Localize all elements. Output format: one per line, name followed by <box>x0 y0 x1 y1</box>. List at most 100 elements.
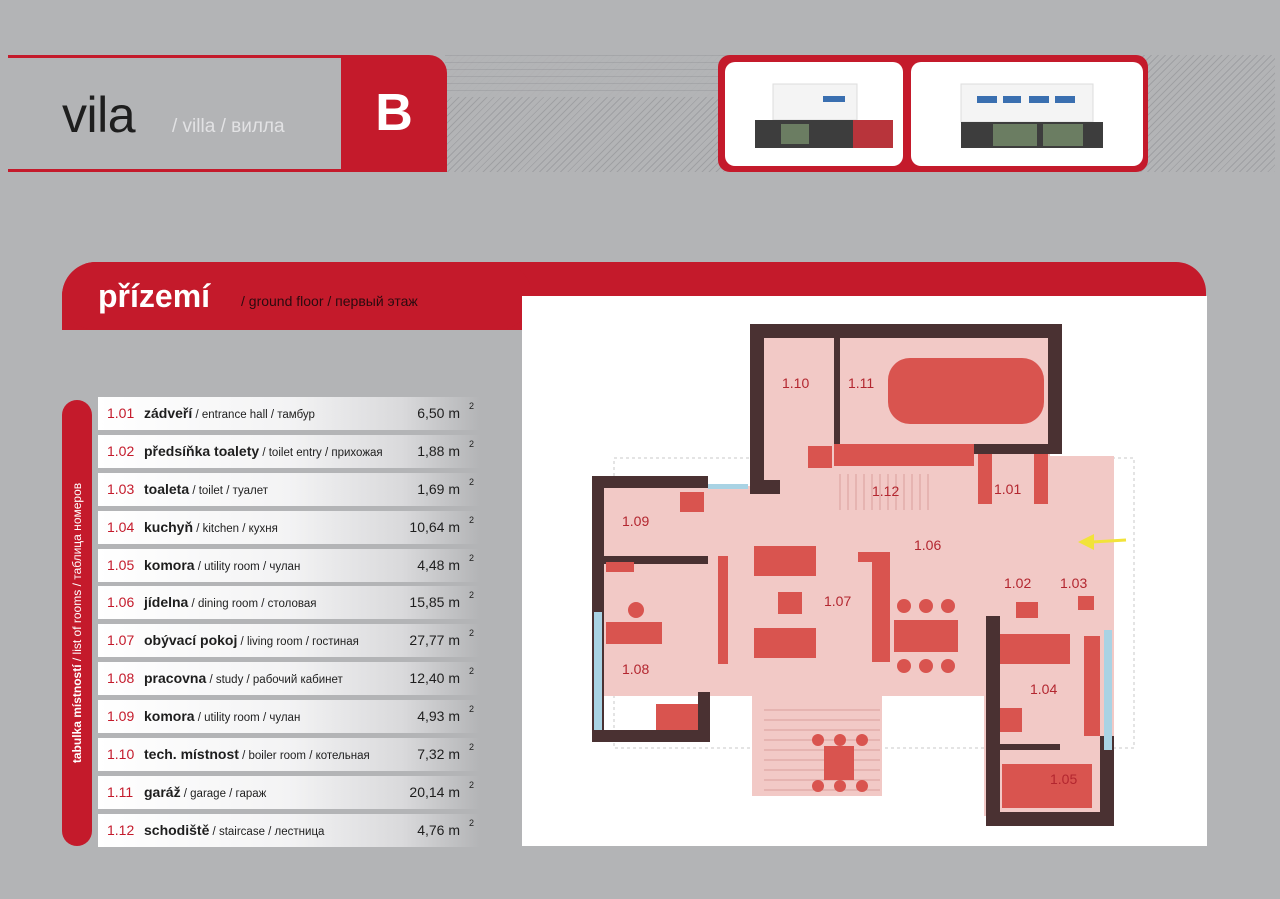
room-translation: / kitchen / кухня <box>193 522 278 535</box>
room-area-unit: 2 <box>469 666 474 683</box>
room-area-exponent: 2 <box>468 401 474 411</box>
room-name-cz: komora <box>144 708 195 725</box>
entrance-arrow-icon <box>1078 534 1127 550</box>
room-translation: / study / рабочий кабинет <box>206 674 343 687</box>
room-area-exponent: 2 <box>468 742 474 753</box>
room-number: 1.07 <box>107 632 135 649</box>
plan-label-1-06: 1.06 <box>914 537 941 553</box>
room-number: 1.05 <box>107 556 135 573</box>
room-area: 1,69 m <box>417 480 460 497</box>
elevation-drawing-2 <box>960 83 1103 148</box>
room-area-exponent: 2 <box>468 666 474 677</box>
room-name: předsíňka toalety / toilet entry / прихо… <box>144 443 383 459</box>
room-area-exponent: 2 <box>468 476 474 487</box>
room-translation: / toilet / туалет <box>189 484 268 497</box>
room-area: 4,93 m <box>417 708 460 725</box>
room-translation: / staircase / лестница <box>209 825 325 838</box>
room-name-cz: předsíňka toalety <box>144 442 260 459</box>
plan-label-1-05: 1.05 <box>1050 771 1077 787</box>
room-area-exponent: 2 <box>468 628 474 639</box>
plan-label-1-10: 1.10 <box>782 375 809 391</box>
room-row: 1.03 toaleta / toilet / туалет 1,69 m 2 <box>98 472 480 506</box>
room-row: 1.10 tech. místnost / boiler room / котел… <box>98 738 480 772</box>
section-banner-cap <box>62 262 532 330</box>
room-translation: / dining room / столовая <box>188 598 317 611</box>
room-name-cz: schodiště <box>144 821 210 838</box>
room-name: zádveří / entrance hall / тамбур <box>144 405 315 421</box>
floor-plan: 1.10 1.11 1.12 1.01 1.09 1.06 1.02 1.03 … <box>522 296 1207 846</box>
room-list: 1.01 zádveří / entrance hall / тамбур 6,50… <box>98 397 480 852</box>
header-brick-pattern <box>445 55 735 97</box>
room-translation: / utility room / чулан <box>194 712 301 725</box>
header-rule-bottom <box>8 169 348 172</box>
room-name-cz: kuchyň <box>144 518 194 535</box>
plan-label-1-09: 1.09 <box>622 513 649 529</box>
room-area: 15,85 m <box>409 594 460 611</box>
room-row: 1.09 komora / utility room / чулан 4,93 m 2 <box>98 700 480 734</box>
room-name-cz: toaleta <box>144 480 190 497</box>
elevation-thumbnail-1[interactable] <box>725 62 903 166</box>
rooms-vertical-tab <box>62 400 92 846</box>
plan-label-1-03: 1.03 <box>1060 575 1087 591</box>
section-title: přízemí <box>98 278 211 314</box>
room-name: schodiště / staircase / лестница <box>144 822 324 838</box>
room-area: 6,50 m <box>417 405 460 421</box>
room-row: 1.02 předsíňka toalety / toilet entry / п… <box>98 434 480 468</box>
room-number: 1.10 <box>107 746 135 763</box>
room-area-unit: 2 <box>469 515 474 532</box>
room-name-cz: tech. místnost <box>144 746 239 763</box>
room-name-cz: jídelna <box>144 594 189 611</box>
room-row: 1.06 jídelna / dining room / столовая 15,8… <box>98 586 480 620</box>
rooms-tab-label-bold: tabulka místností <box>70 664 84 764</box>
room-number: 1.08 <box>107 670 135 687</box>
elevation-drawing-1 <box>755 83 893 148</box>
room-number: 1.11 <box>107 783 134 800</box>
header-rule-top <box>8 55 348 58</box>
elevation-thumbnail-2[interactable] <box>911 62 1143 166</box>
room-row: 1.08 pracovna / study / рабочий кабинет 12… <box>98 662 480 696</box>
room-name: komora / utility room / чулан <box>144 557 300 573</box>
room-name-cz: garáž <box>144 783 181 800</box>
plan-label-1-02: 1.02 <box>1004 575 1031 591</box>
room-area: 7,32 m <box>417 746 460 763</box>
room-translation: / garage / гараж <box>180 787 267 800</box>
plan-label-1-07: 1.07 <box>824 593 851 609</box>
room-number: 1.01 <box>107 405 135 421</box>
plan-label-1-11: 1.11 <box>848 375 874 391</box>
room-area-unit: 2 <box>469 704 474 721</box>
room-name: obývací pokoj / living room / гостиная <box>144 632 359 648</box>
room-translation: / entrance hall / тамбур <box>192 409 315 421</box>
room-name: toaleta / toilet / туалет <box>144 481 268 497</box>
room-name: pracovna / study / рабочий кабинет <box>144 670 343 686</box>
room-area-unit: 2 <box>469 780 474 797</box>
room-area-unit: 2 <box>469 477 474 494</box>
room-name-cz: zádveří <box>144 405 193 421</box>
rooms-tab-label-rest: / list of rooms / таблица номеров <box>70 482 84 665</box>
room-area-unit: 2 <box>469 401 474 418</box>
room-row: 1.01 zádveří / entrance hall / тамбур 6,50… <box>98 397 480 430</box>
room-number: 1.06 <box>107 594 135 611</box>
room-area-unit: 2 <box>469 742 474 759</box>
room-area: 12,40 m <box>409 670 460 687</box>
room-translation: / utility room / чулан <box>194 560 301 573</box>
room-area-exponent: 2 <box>468 514 474 525</box>
room-number: 1.03 <box>107 480 135 497</box>
room-number: 1.09 <box>107 708 135 725</box>
room-name-cz: pracovna <box>144 670 207 687</box>
room-area-exponent: 2 <box>468 552 474 563</box>
room-number: 1.12 <box>107 821 135 838</box>
room-number: 1.02 <box>107 442 135 459</box>
room-row: 1.05 komora / utility room / чулан 4,48 m 2 <box>98 548 480 582</box>
room-area: 1,88 m <box>417 442 460 459</box>
room-name-cz: komora <box>144 556 195 573</box>
room-area-unit: 2 <box>469 553 474 570</box>
room-area-exponent: 2 <box>468 590 474 601</box>
villa-type-badge: B <box>341 55 447 172</box>
plan-label-1-08: 1.08 <box>622 661 649 677</box>
room-area-unit: 2 <box>469 628 474 645</box>
room-area: 4,48 m <box>417 556 460 573</box>
room-name-cz: obývací pokoj <box>144 632 238 649</box>
room-translation: / boiler room / котельная <box>238 750 370 763</box>
